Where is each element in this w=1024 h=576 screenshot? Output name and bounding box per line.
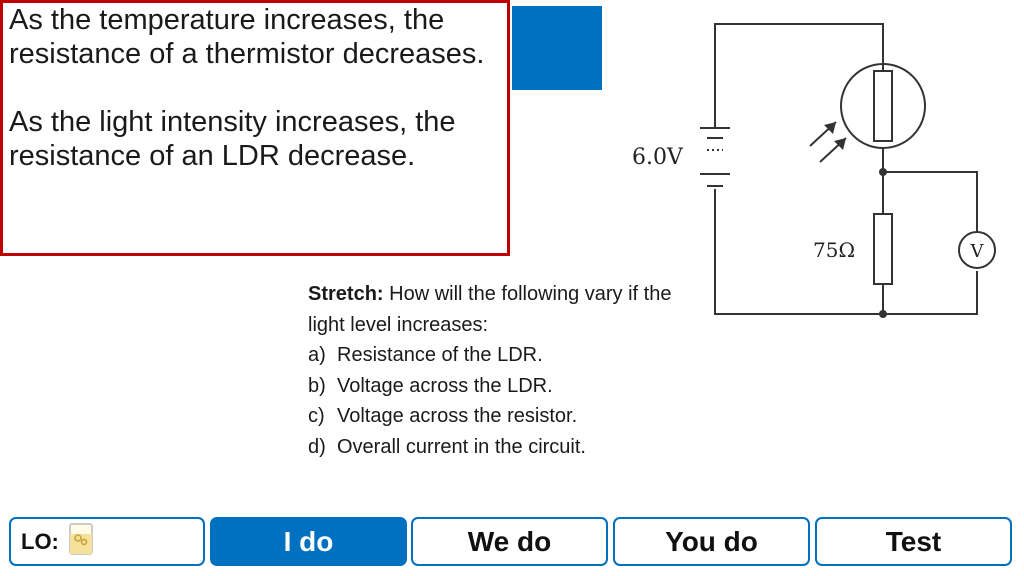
- list-item-text: Voltage across the LDR.: [337, 374, 553, 397]
- list-item: b) Voltage across the LDR.: [308, 371, 708, 402]
- list-item: a) Resistance of the LDR.: [308, 340, 708, 371]
- resistor-label: 75Ω: [813, 238, 855, 262]
- voltmeter-wire-top: [883, 171, 978, 232]
- stretch-list: a) Resistance of the LDR. b) Voltage acros…: [308, 340, 708, 462]
- thermistor-statement: As the temperature increases, the resist…: [9, 4, 485, 70]
- battery-label: 6.0V: [632, 145, 684, 170]
- list-marker: d): [308, 435, 326, 458]
- info-box: As the temperature increases, the resist…: [0, 0, 510, 256]
- accent-block: [512, 6, 602, 90]
- ldr-statement: As the light intensity increases, the re…: [9, 106, 456, 172]
- we-do-button[interactable]: We do: [411, 517, 608, 566]
- circuit-diagram: 6.0V 75Ω V: [632, 23, 996, 318]
- stretch-intro: How will the following vary if the light…: [308, 283, 672, 336]
- stretch-question: Stretch: How will the following vary if …: [308, 279, 708, 462]
- voltmeter-label: V: [970, 241, 985, 262]
- light-arrowhead-2: [834, 138, 846, 150]
- list-item-text: Overall current in the circuit.: [337, 435, 586, 458]
- circuit-wire-top: [714, 23, 884, 127]
- lo-label: LO:: [21, 528, 59, 554]
- list-marker: c): [308, 405, 325, 427]
- list-item-text: Voltage across the resistor.: [337, 405, 578, 427]
- list-item: d) Overall current in the circuit.: [308, 432, 708, 463]
- circuit-wire-bottom: [714, 189, 978, 315]
- list-item-text: Resistance of the LDR.: [337, 344, 543, 366]
- ldr-resistor: [873, 70, 893, 142]
- stretch-heading: Stretch:: [308, 283, 384, 305]
- test-button[interactable]: Test: [815, 517, 1012, 566]
- list-marker: a): [308, 344, 326, 366]
- lo-button[interactable]: LO:: [9, 517, 205, 566]
- beaker-icon: [67, 522, 95, 562]
- junction-dot-top: [879, 168, 887, 176]
- light-arrowhead-1: [824, 122, 836, 134]
- fixed-resistor: [873, 213, 893, 285]
- list-item: c) Voltage across the resistor.: [308, 401, 708, 432]
- list-marker: b): [308, 374, 326, 397]
- you-do-button[interactable]: You do: [613, 517, 810, 566]
- voltmeter-circle: [958, 231, 996, 269]
- i-do-button[interactable]: I do: [210, 517, 407, 566]
- junction-dot-bottom: [879, 310, 887, 318]
